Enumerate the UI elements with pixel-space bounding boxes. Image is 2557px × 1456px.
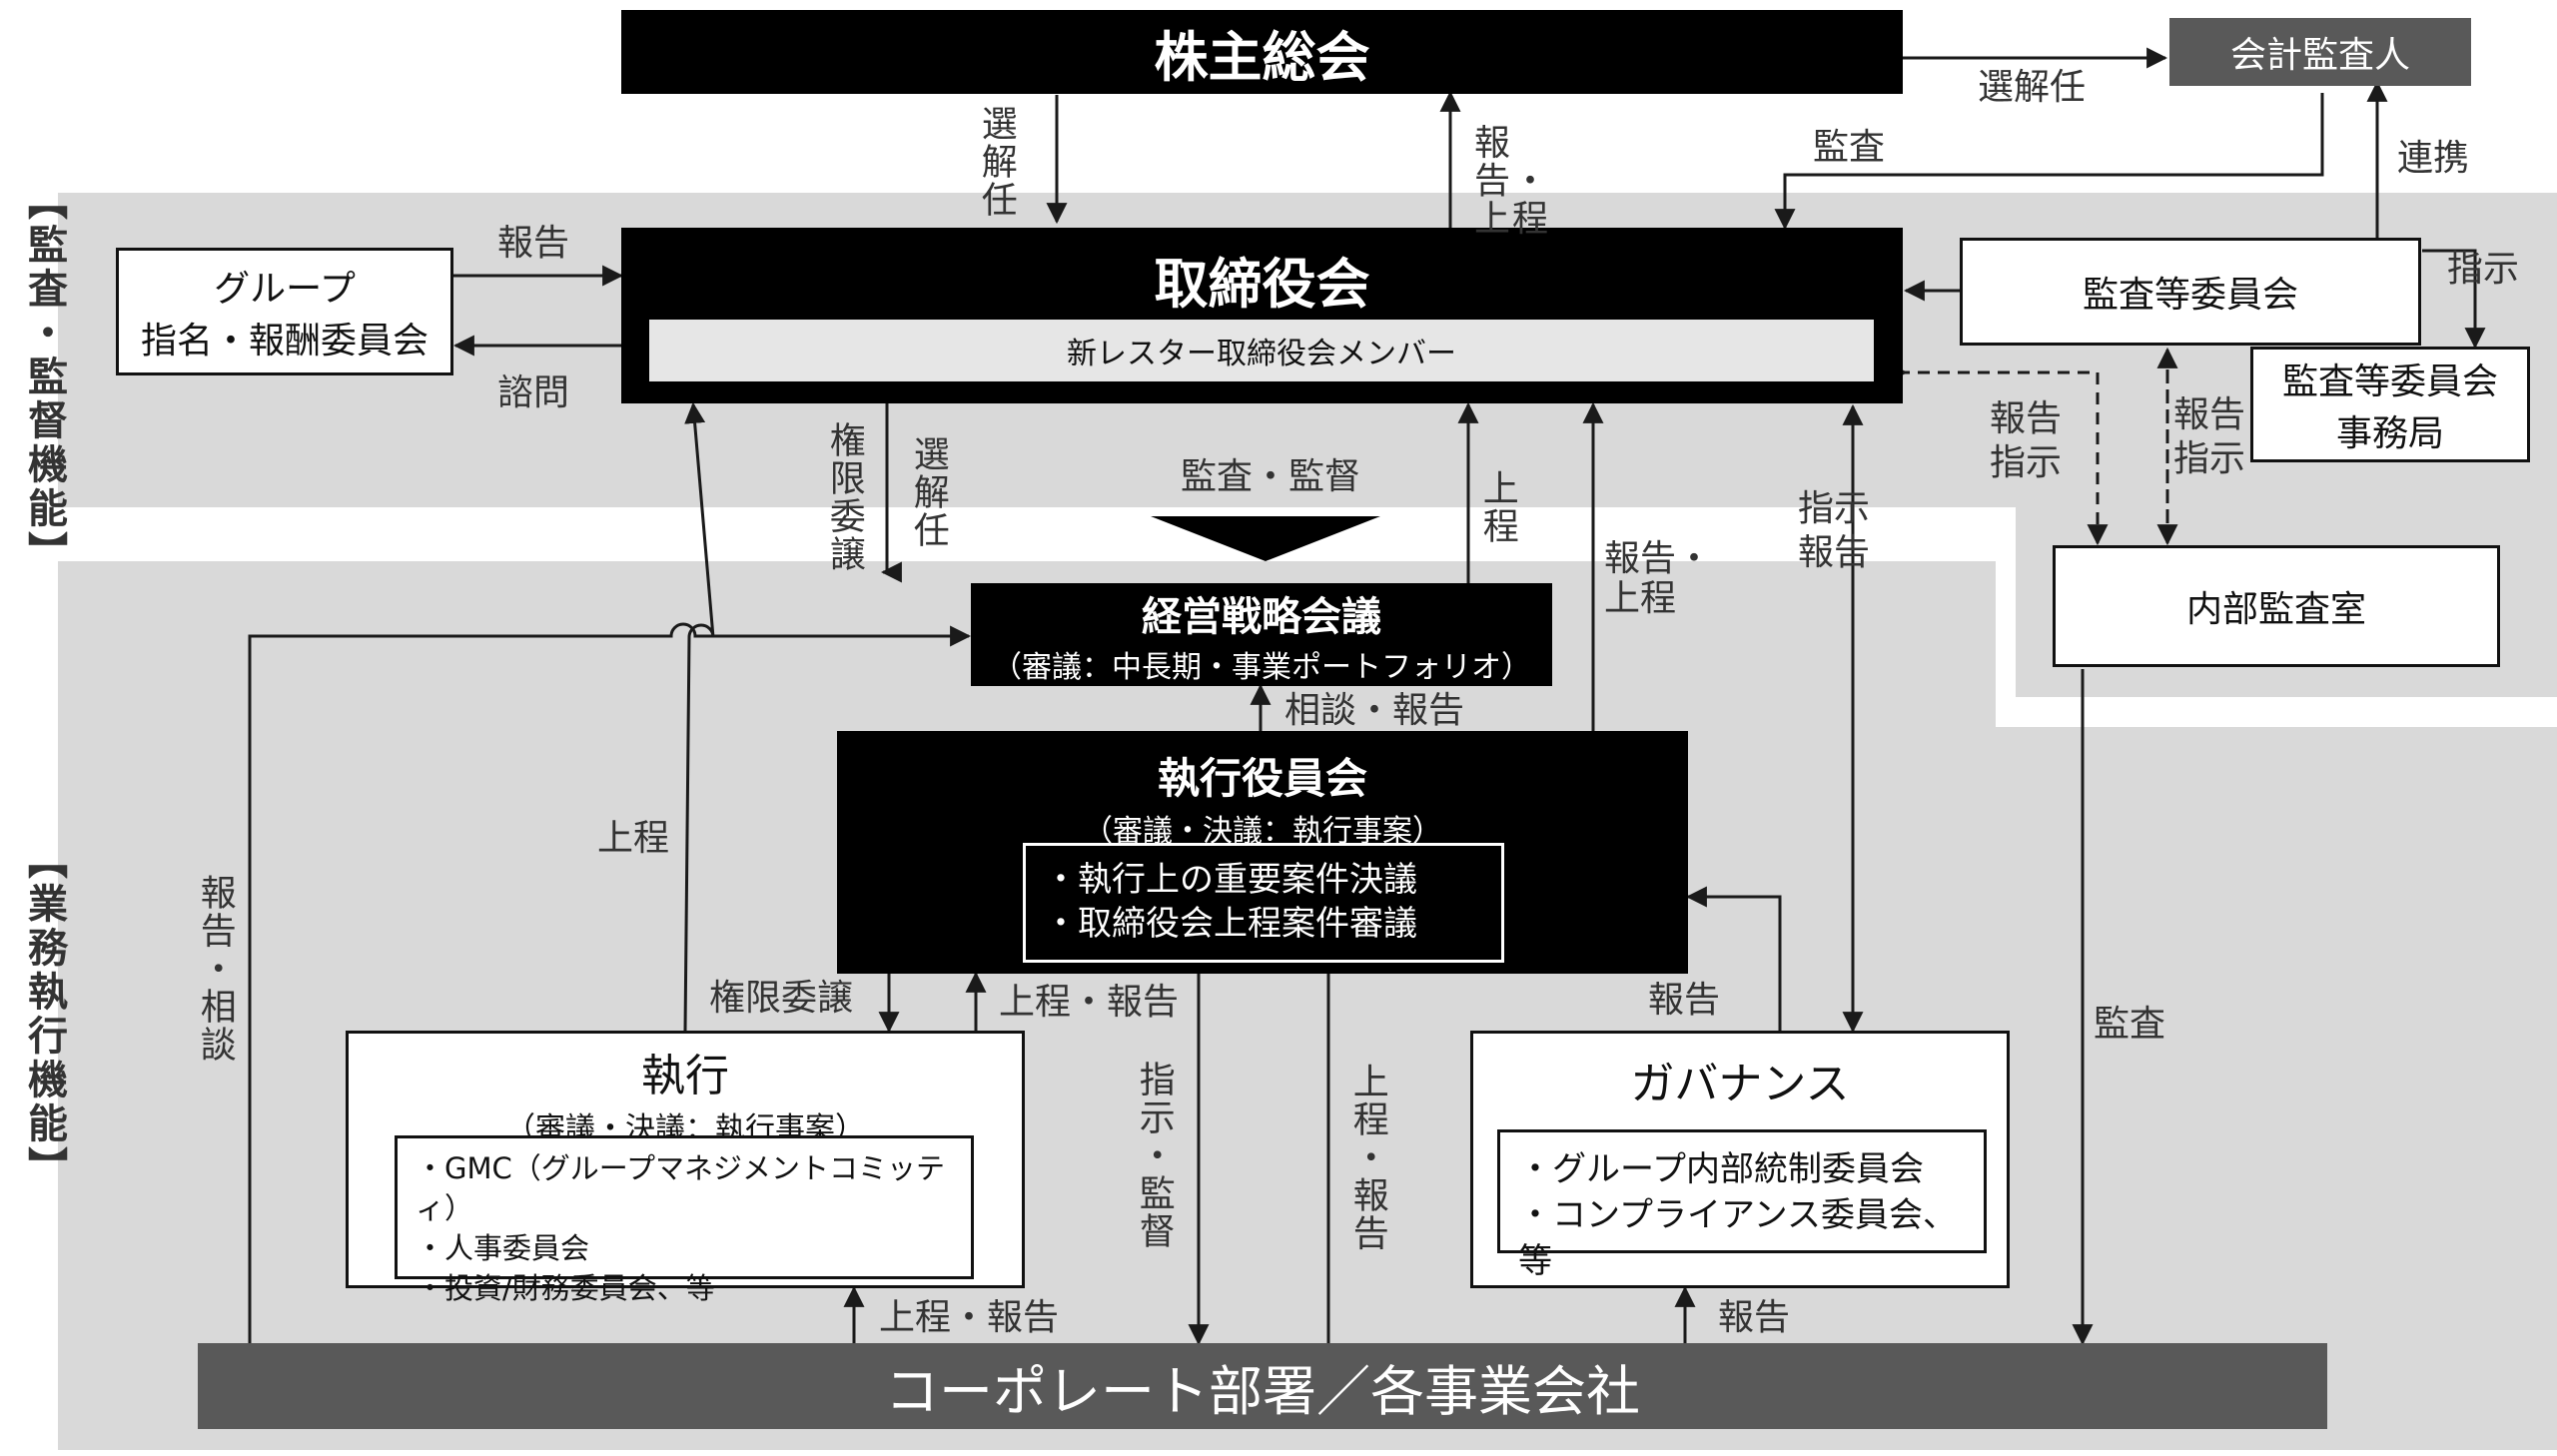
board-of-directors: 取締役会 新レスター取締役会メンバー xyxy=(621,228,1903,403)
nomination-compensation-committee: グループ 指名・報酬委員会 xyxy=(116,248,453,375)
execution-item3: ・投資/財務委員会、等 xyxy=(416,1271,715,1305)
audit-committee-label: 監査等委員会 xyxy=(2082,275,2298,316)
label-audit-supervise: 監査・監督 xyxy=(1181,456,1361,497)
line-propose-left xyxy=(683,401,715,1032)
audit-committee: 監査等委員会 xyxy=(1960,238,2421,346)
execution-item1: ・GMC（グループマネジメントコミッティ） xyxy=(416,1151,946,1225)
label-propose-report-bottom: 上程・報告 xyxy=(879,1297,1060,1338)
line-audit-board xyxy=(1774,93,2324,231)
label-report-bottom-governance: 報告 xyxy=(1718,1297,1791,1338)
board-members-box: 新レスター取締役会メンバー xyxy=(649,320,1874,381)
accounting-auditor-label: 会計監査人 xyxy=(2229,35,2410,76)
corporate-departments-label: コーポレート部署／各事業会社 xyxy=(885,1359,1640,1423)
governance-label: ガバナンス xyxy=(1630,1059,1850,1109)
executive-officers-meeting: 執行役員会 （審議・決議：執行事案） ・執行上の重要案件決議 ・取締役会上程案件… xyxy=(837,731,1688,974)
label-report-governance-exec: 報告 xyxy=(1648,980,1721,1021)
strategy-meeting-sub: （審議：中長期・事業ポートフォリオ） xyxy=(992,649,1531,685)
label-report-nomination: 報告 xyxy=(497,223,570,264)
governance-box: ガバナンス ・グループ内部統制委員会 ・コンプライアンス委員会、等 xyxy=(1470,1031,2010,1288)
audit-committee-office-line1: 監査等委員会 xyxy=(2281,362,2498,402)
label-propose-report-corp: 上程・報告 xyxy=(1346,1063,1388,1252)
side-label-audit: 【監査・監督機能】 xyxy=(21,180,67,575)
label-propose-left: 上程 xyxy=(597,818,670,859)
executive-officers-item2: ・取締役会上程案件審議 xyxy=(1044,904,1417,944)
executive-officers-label: 執行役員会 xyxy=(1157,754,1367,803)
board-members-label: 新レスター取締役会メンバー xyxy=(1067,337,1456,371)
label-consult-report: 相談・報告 xyxy=(1284,690,1465,731)
label-elect-exec: 選解任 xyxy=(907,435,949,549)
nomination-committee-line1: グループ xyxy=(214,269,356,310)
label-report-instruct-a: 報告指示 xyxy=(1990,398,2063,483)
accounting-auditor: 会計監査人 xyxy=(2169,18,2471,86)
execution-function-band xyxy=(58,561,1996,1450)
label-consult-nomination: 諮問 xyxy=(497,372,570,413)
side-label-execution: 【業務執行機能】 xyxy=(21,839,67,1190)
executive-officers-item1: ・執行上の重要案件決議 xyxy=(1044,860,1417,900)
nomination-committee-line2: 指名・報酬委員会 xyxy=(140,321,428,362)
audit-committee-office: 監査等委員会 事務局 xyxy=(2250,347,2530,462)
label-report-propose-top: 報告・上程 xyxy=(1474,123,1551,240)
label-audit-internal: 監査 xyxy=(2094,1004,2166,1045)
label-delegation-exec: 権限委譲 xyxy=(709,978,854,1019)
board-of-directors-label: 取締役会 xyxy=(1154,253,1370,316)
governance-item1: ・グループ内部統制委員会 xyxy=(1518,1149,1924,1189)
line-delegation-exec xyxy=(880,403,902,583)
governance-item2: ・コンプライアンス委員会、等 xyxy=(1518,1195,1957,1281)
audit-supervise-arrow-icon xyxy=(1151,516,1380,561)
governance-items: ・グループ内部統制委員会 ・コンプライアンス委員会、等 xyxy=(1497,1129,1987,1281)
audit-committee-office-line2: 事務局 xyxy=(2335,413,2444,454)
execution-box: 執行 （審議・決議：執行事案） ・GMC（グループマネジメントコミッティ） ・人… xyxy=(346,1031,1025,1305)
line-governance-report-exec xyxy=(1685,886,1782,1031)
label-report-instruct-b: 報告指示 xyxy=(2173,394,2246,479)
label-elect-board: 選解任 xyxy=(975,105,1017,219)
line-instruct-office xyxy=(2422,249,2486,350)
shareholders-meeting: 株主総会 xyxy=(621,10,1903,94)
label-cooperation: 連携 xyxy=(2397,138,2470,179)
label-propose-report-exec: 上程・報告 xyxy=(999,982,1180,1023)
label-delegation: 権限委譲 xyxy=(823,421,865,573)
executive-officers-items: ・執行上の重要案件決議 ・取締役会上程案件審議 xyxy=(1023,843,1504,963)
label-instruct-supervise: 指示・監督 xyxy=(1133,1061,1175,1250)
label-audit-top: 監査 xyxy=(1813,127,1886,168)
strategy-meeting: 経営戦略会議 （審議：中長期・事業ポートフォリオ） xyxy=(971,583,1552,686)
corporate-departments-bar: コーポレート部署／各事業会社 xyxy=(198,1343,2327,1429)
execution-item2: ・人事委員会 xyxy=(416,1231,590,1265)
internal-audit-office: 内部監査室 xyxy=(2053,545,2500,667)
strategy-meeting-label: 経営戦略会議 xyxy=(1142,593,1381,640)
shareholders-meeting-label: 株主総会 xyxy=(1154,25,1370,89)
label-report-consult-left: 報告・相談 xyxy=(194,874,236,1064)
label-instruct-report-gov: 指示報告 xyxy=(1798,488,1871,573)
label-instruct-office: 指示 xyxy=(2447,249,2520,290)
execution-label: 執行 xyxy=(641,1051,729,1101)
execution-items: ・GMC（グループマネジメントコミッティ） ・人事委員会 ・投資/財務委員会、等 xyxy=(395,1135,974,1305)
line-dashed-internal-audit xyxy=(1858,370,2109,546)
label-elect-accounting-auditor: 選解任 xyxy=(1978,67,2087,108)
label-report-propose-exec: 報告・上程 xyxy=(1604,538,1713,619)
internal-audit-office-label: 内部監査室 xyxy=(2185,589,2366,630)
line-report-consult-strategy xyxy=(248,622,972,1343)
label-propose-strategy: 上程 xyxy=(1476,469,1518,545)
